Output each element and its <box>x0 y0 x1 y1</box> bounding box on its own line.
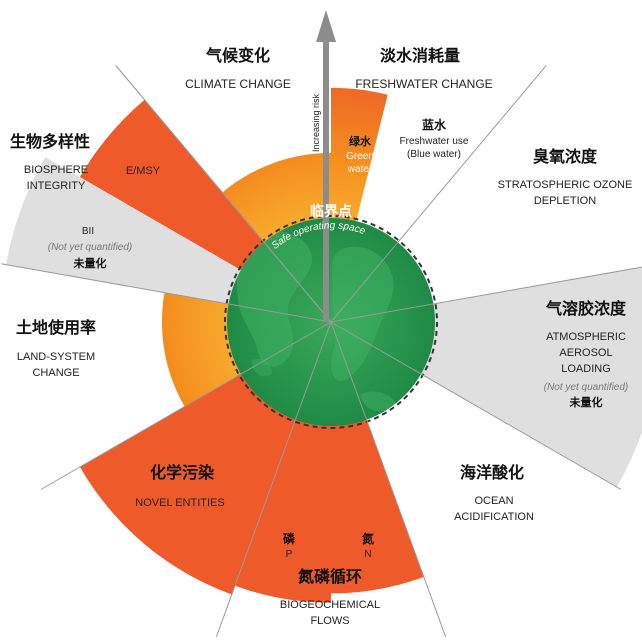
aerosol-zh-label: 气溶胶浓度 <box>545 299 627 318</box>
divider-line-7 <box>1 263 332 323</box>
ocean-zh-label: 海洋酸化 <box>460 463 524 482</box>
sector-divider-lines <box>1 65 642 637</box>
divider-line-3 <box>330 321 622 490</box>
blue-water-zh-label: 蓝水 <box>422 117 447 132</box>
green-water-en-label-2: water <box>347 164 373 175</box>
green-water-en-label-1: Green <box>346 151 374 162</box>
phosphorus-en-label: P <box>286 549 293 560</box>
ozone-en-label-1: STRATOSPHERIC OZONE <box>498 179 633 191</box>
biosphere-not-quantified-zh: 未量化 <box>73 256 107 270</box>
ocean-en-label-1: OCEAN <box>474 495 513 507</box>
tipping-point-label: 临界点 <box>310 203 352 220</box>
divider-line-2 <box>330 266 642 323</box>
biosphere-en-label-1: BIOSPHERE <box>24 164 88 176</box>
biogeochemical-en-label-2: FLOWS <box>310 615 349 627</box>
earth-continents <box>237 231 396 412</box>
boundary-dashed-ring <box>224 215 438 429</box>
ocean-en-label-2: ACIDIFICATION <box>454 511 534 523</box>
novel-entities-zh-label: 化学污染 <box>150 463 215 482</box>
land-system-en-label-1: LAND-SYSTEM <box>17 351 95 363</box>
biogeochemical-en-label-1: BIOGEOCHEMICAL <box>280 599 380 611</box>
biosphere-en-label-2: INTEGRITY <box>27 180 86 192</box>
biosphere-zh-label: 生物多样性 <box>10 132 90 151</box>
increasing-risk-arrow <box>316 10 336 322</box>
divider-line-4 <box>330 321 447 637</box>
novel-entities-en-label: NOVEL ENTITIES <box>135 497 224 509</box>
bii-label: BII <box>82 226 94 237</box>
emsy-label: E/MSY <box>126 165 161 177</box>
blue-water-en-label-1: Freshwater use <box>400 136 469 147</box>
green-water-zh-label: 绿水 <box>349 134 372 148</box>
land-system-zh-label: 土地使用率 <box>16 318 96 337</box>
divider-line-6 <box>40 321 332 490</box>
nitrogen-zh-label: 氮 <box>362 531 374 546</box>
increasing-risk-label: Increasing risk <box>311 93 321 152</box>
aerosol-en-label-1: ATMOSPHERIC <box>546 331 626 343</box>
biosphere-not-quantified-note: (Not yet quantified) <box>48 242 133 253</box>
aerosol-en-label-2: AEROSOL <box>559 347 612 359</box>
land-system-en-label-2: CHANGE <box>32 367 79 379</box>
ozone-en-label-2: DEPLETION <box>534 195 596 207</box>
aerosol-not-quantified-zh: 未量化 <box>569 395 603 409</box>
nitrogen-en-label: N <box>364 549 371 560</box>
ozone-zh-label: 臭氧浓度 <box>533 147 598 166</box>
phosphorus-zh-label: 磷 <box>283 531 296 546</box>
freshwater-en-label: FRESHWATER CHANGE <box>355 77 492 91</box>
aerosol-en-label-3: LOADING <box>561 363 611 375</box>
freshwater-zh-label: 淡水消耗量 <box>380 46 460 65</box>
climate-zh-label: 气候变化 <box>205 46 270 65</box>
biogeochemical-zh-label: 氮磷循环 <box>298 567 362 586</box>
aerosol-not-quantified-note: (Not yet quantified) <box>544 382 629 393</box>
climate-en-label: CLIMATE CHANGE <box>185 77 291 91</box>
divider-line-5 <box>215 321 332 637</box>
divider-line-1 <box>330 65 547 323</box>
divider-line-8 <box>115 65 332 323</box>
blue-water-en-label-2: (Blue water) <box>407 149 461 160</box>
